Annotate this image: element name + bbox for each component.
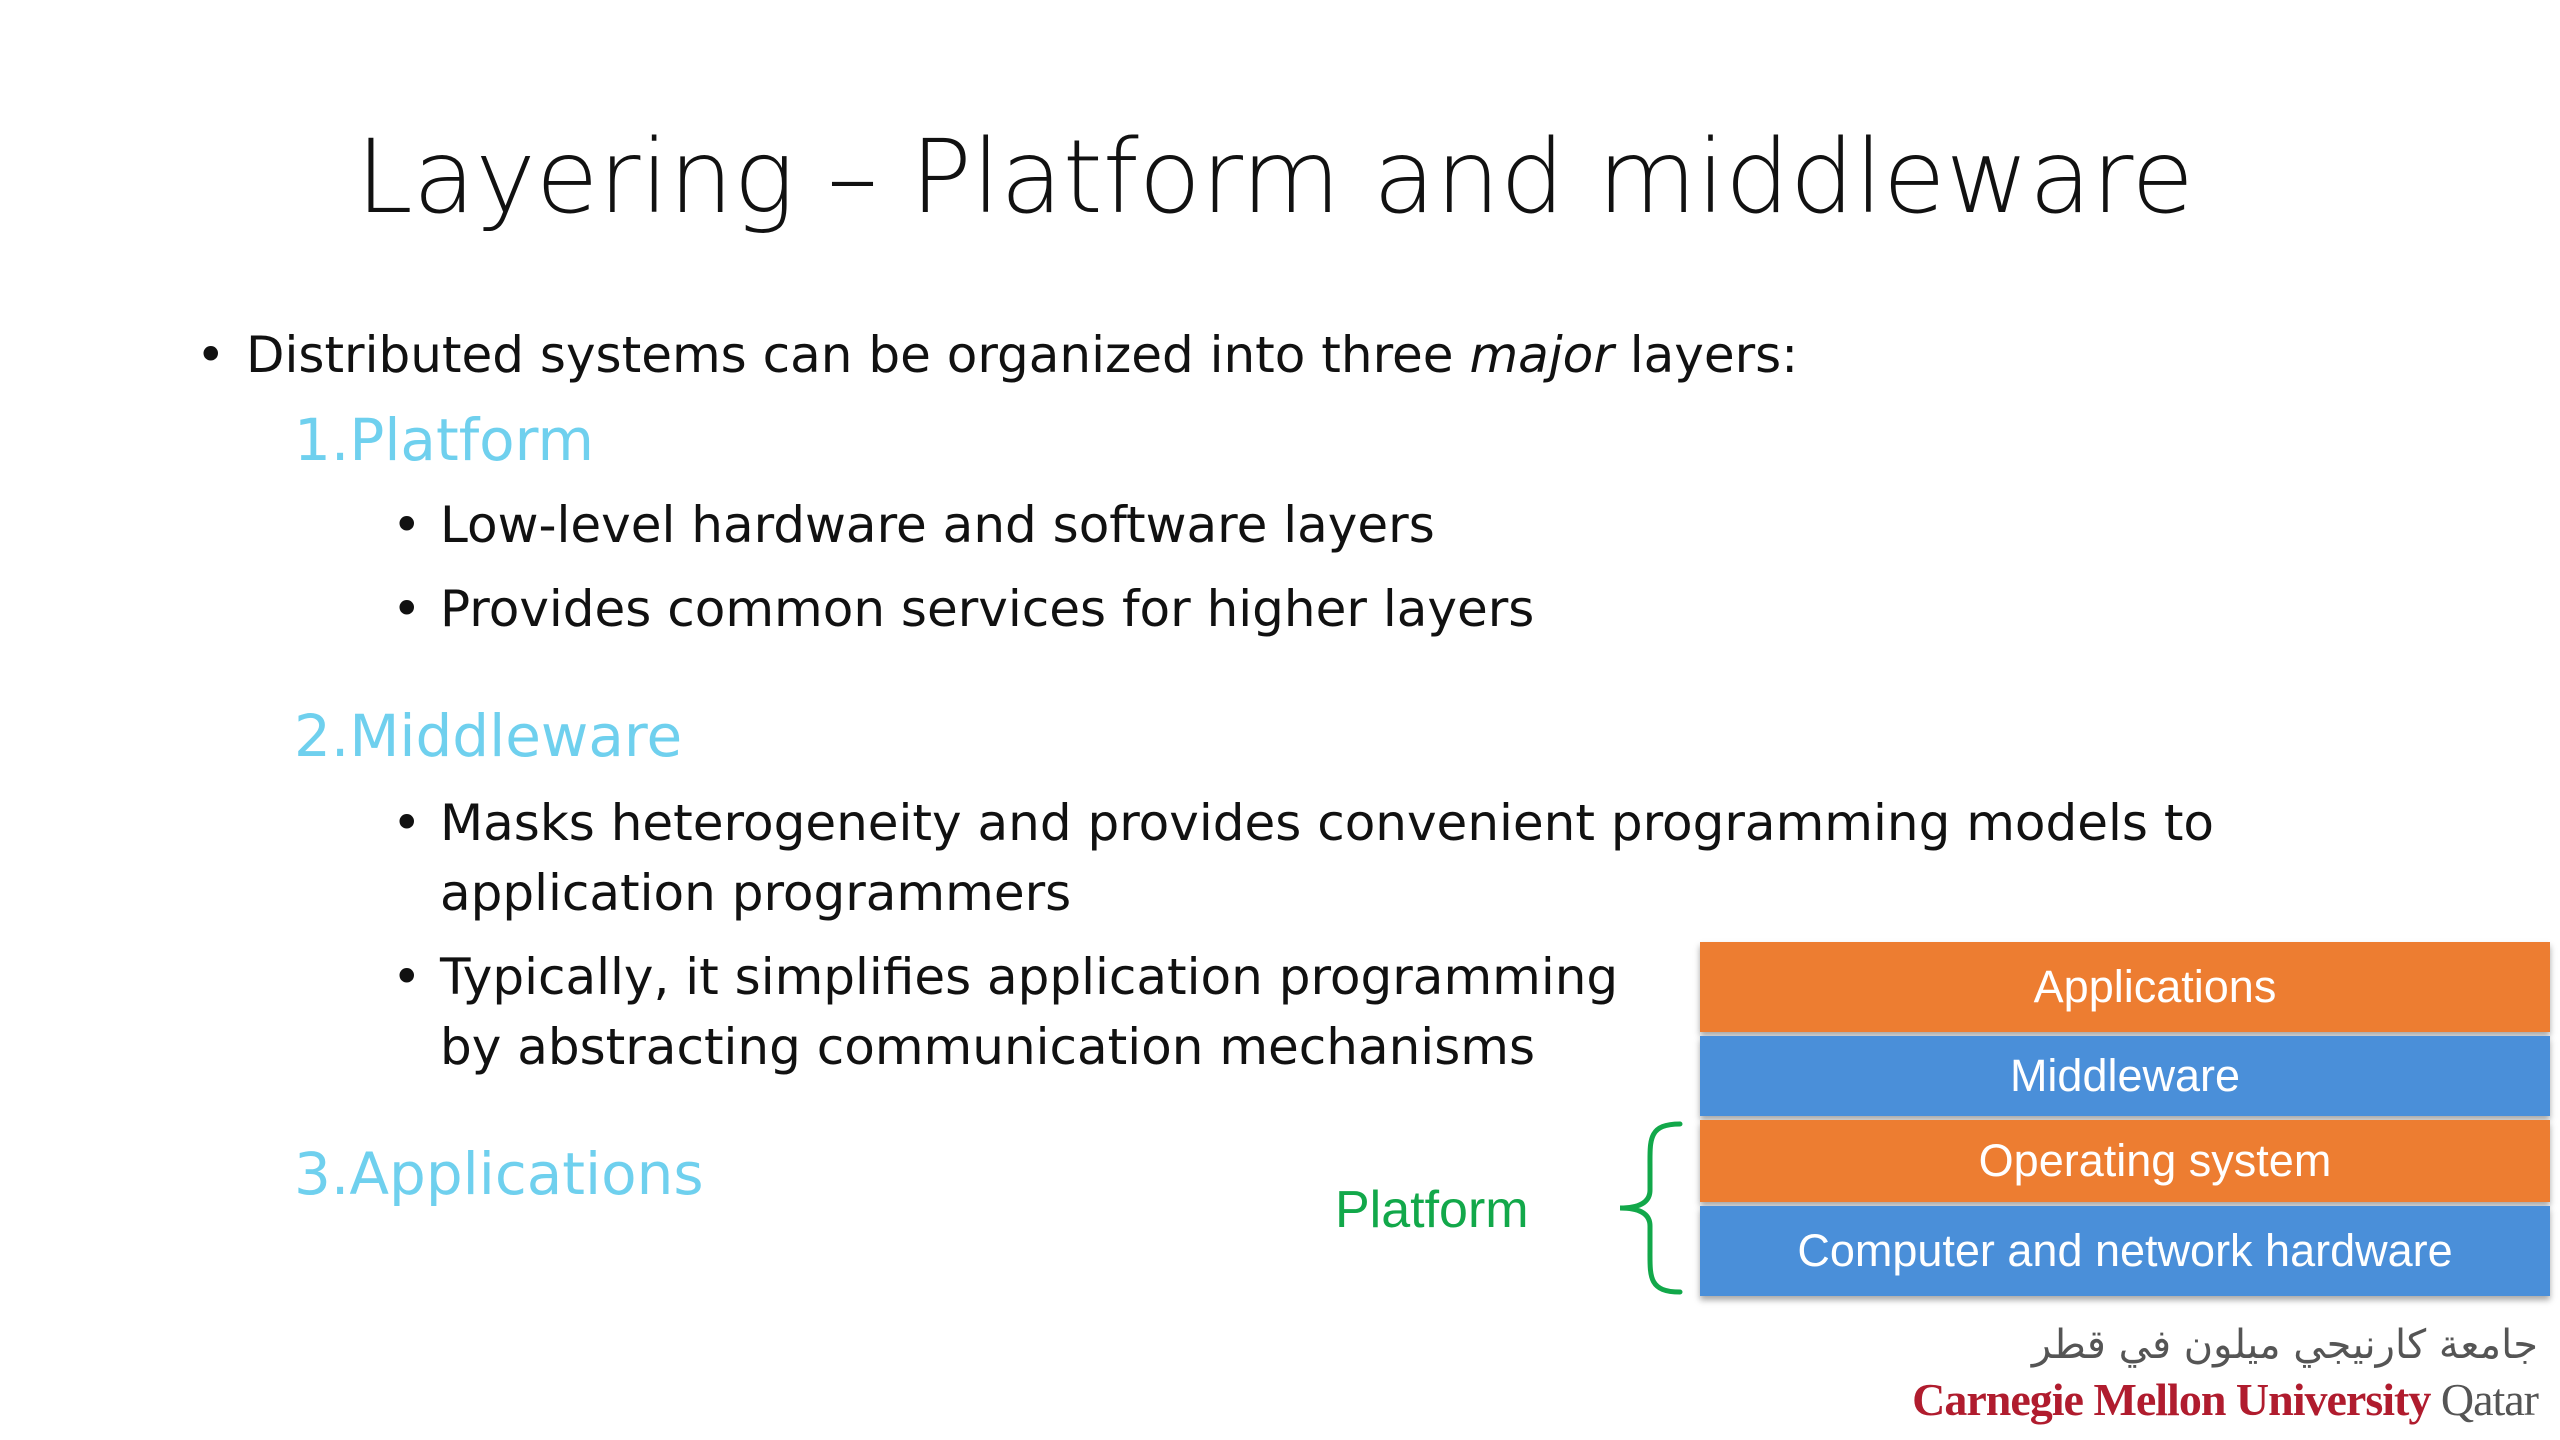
middleware-bullet-2-line-2: by abstracting communication mechanisms [440, 1018, 1535, 1076]
platform-bullet-1: Low-level hardware and software layers [440, 496, 1435, 554]
bullet-dot: • [196, 326, 226, 384]
logo-university-name: Carnegie Mellon University [1912, 1374, 2431, 1425]
platform-bullet-2: Provides common services for higher laye… [440, 580, 1535, 638]
logo-english-text: Carnegie Mellon University Qatar [1912, 1374, 2539, 1426]
layer-applications: Applications [1700, 942, 2550, 1032]
layer-operating-system: Operating system [1700, 1120, 2550, 1202]
curly-brace-icon [1619, 1121, 1683, 1295]
bullet-dot: • [392, 948, 422, 1006]
middleware-bullet-1-line-2: application programmers [440, 864, 1072, 922]
bullet-dot: • [392, 794, 422, 852]
bullet-dot: • [392, 496, 422, 554]
layer-hardware-label: Computer and network hardware [1797, 1225, 2453, 1276]
logo-arabic-text: جامعة كارنيجي ميلون في قطر [2031, 1322, 2538, 1368]
layer-operating-system-label: Operating system [1978, 1135, 2332, 1186]
bullet-dot: • [392, 580, 422, 638]
slide-title: Layering – Platform and middleware [356, 118, 2194, 237]
middleware-bullet-2-line-1: Typically, it simplifies application pro… [440, 948, 1619, 1006]
layer-middleware-label: Middleware [2009, 1050, 2241, 1101]
section-heading-applications: 3.Applications [294, 1140, 704, 1208]
cmu-qatar-logo: جامعة كارنيجي ميلون في قطر Carnegie Mell… [1912, 1320, 2539, 1430]
intro-text-emphasis: major [1469, 326, 1614, 384]
middleware-bullet-1-line-1: Masks heterogeneity and provides conveni… [440, 794, 2215, 852]
intro-text-before: Distributed systems can be organized int… [246, 326, 1470, 384]
layer-hardware: Computer and network hardware [1700, 1206, 2550, 1296]
logo-qatar: Qatar [2430, 1374, 2539, 1425]
intro-text: Distributed systems can be organized int… [246, 320, 1798, 390]
layer-applications-label: Applications [2033, 961, 2277, 1012]
section-heading-middleware: 2.Middleware [294, 702, 683, 770]
intro-text-after: layers: [1613, 326, 1799, 384]
platform-brace-label: Platform [1335, 1181, 1529, 1239]
section-heading-platform: 1.Platform [294, 406, 594, 474]
layer-middleware: Middleware [1700, 1036, 2550, 1116]
